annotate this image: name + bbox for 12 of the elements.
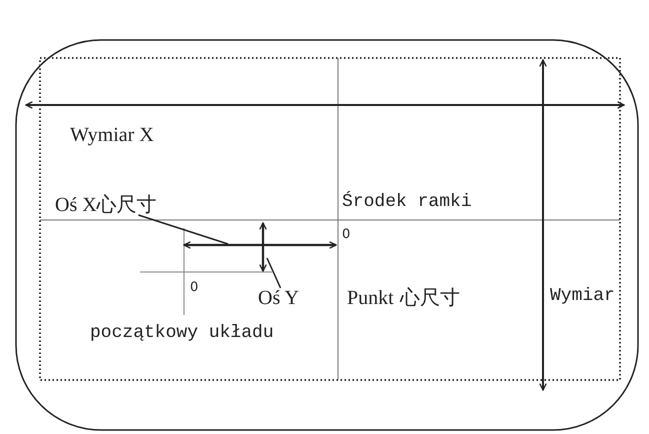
text-label: Środek ramki (342, 193, 472, 211)
coordinate-label: 0 (342, 228, 350, 241)
dimension-label: Wymiar (550, 287, 615, 305)
text-label: 心尺寸 (400, 288, 460, 308)
leader-line (138, 214, 228, 245)
text-label: Punkt (347, 288, 394, 308)
dimension-label: Wymiar X (70, 125, 154, 145)
coordinate-label: 0 (190, 281, 198, 294)
axis-label: Oś Y (258, 288, 299, 308)
text-label: początkowy układu (90, 324, 274, 342)
leader-line (266, 258, 282, 288)
axis-label: Oś X心尺寸 (55, 195, 157, 215)
